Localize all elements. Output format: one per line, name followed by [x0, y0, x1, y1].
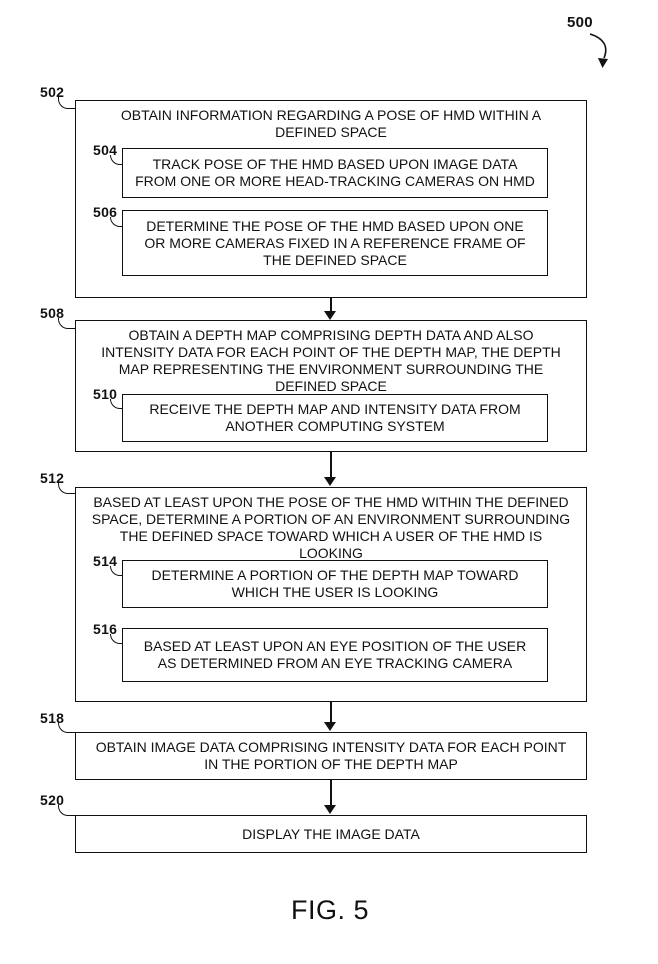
flow-arrow-head-3 — [324, 722, 336, 731]
step-504-text: TRACK POSE OF THE HMD BASED UPON IMAGE D… — [135, 156, 535, 189]
step-504-box: TRACK POSE OF THE HMD BASED UPON IMAGE D… — [122, 148, 548, 198]
leader-line-510 — [110, 399, 122, 409]
step-518-box: OBTAIN IMAGE DATA COMPRISING INTENSITY D… — [75, 732, 587, 780]
step-502-text: OBTAIN INFORMATION REGARDING A POSE OF H… — [120, 107, 542, 140]
step-510-text: RECEIVE THE DEPTH MAP AND INTENSITY DATA… — [149, 401, 521, 434]
step-516-text: BASED AT LEAST UPON AN EYE POSITION OF T… — [143, 638, 527, 671]
step-508-ref: 508 — [40, 305, 65, 321]
step-514-box: DETERMINE A PORTION OF THE DEPTH MAP TOW… — [122, 560, 548, 608]
leader-line-514 — [110, 566, 122, 576]
step-516-ref: 516 — [93, 621, 118, 637]
leader-line-508 — [58, 318, 75, 329]
step-510-ref: 510 — [93, 386, 118, 402]
leader-line-502 — [58, 97, 75, 109]
flow-arrow-line-4 — [330, 780, 332, 806]
leader-line-516 — [110, 634, 122, 644]
flow-arrow-head-1 — [324, 311, 336, 320]
step-520-text: DISPLAY THE IMAGE DATA — [242, 825, 420, 842]
figure-ref-arrow-icon — [589, 33, 608, 68]
leader-line-512 — [58, 483, 75, 494]
flow-arrow-line-2 — [330, 452, 332, 478]
figure-ref-label: 500 — [567, 14, 593, 31]
step-512-text: BASED AT LEAST UPON THE POSE OF THE HMD … — [91, 494, 571, 561]
leader-line-520 — [58, 805, 75, 816]
figure-caption: FIG. 5 — [290, 895, 370, 925]
flow-arrow-line-3 — [330, 702, 332, 723]
flow-arrow-head-4 — [324, 805, 336, 814]
flow-arrow-head-2 — [324, 477, 336, 486]
step-518-ref: 518 — [40, 710, 65, 726]
step-504-ref: 504 — [93, 142, 118, 158]
step-514-text: DETERMINE A PORTION OF THE DEPTH MAP TOW… — [151, 567, 519, 600]
step-506-ref: 506 — [93, 204, 118, 220]
leader-line-518 — [58, 722, 75, 733]
leader-line-504 — [110, 155, 122, 165]
step-518-text: OBTAIN IMAGE DATA COMPRISING INTENSITY D… — [95, 739, 567, 772]
step-508-text: OBTAIN A DEPTH MAP COMPRISING DEPTH DATA… — [101, 327, 561, 394]
step-506-text: DETERMINE THE POSE OF THE HMD BASED UPON… — [144, 217, 526, 268]
step-512-ref: 512 — [40, 470, 65, 486]
step-514-ref: 514 — [93, 553, 118, 569]
step-506-box: DETERMINE THE POSE OF THE HMD BASED UPON… — [122, 210, 548, 276]
step-510-box: RECEIVE THE DEPTH MAP AND INTENSITY DATA… — [122, 394, 548, 442]
step-502-ref: 502 — [40, 84, 65, 100]
step-516-box: BASED AT LEAST UPON AN EYE POSITION OF T… — [122, 628, 548, 682]
step-520-box: DISPLAY THE IMAGE DATA — [75, 815, 587, 853]
flow-arrow-line-1 — [330, 298, 332, 312]
leader-line-506 — [110, 217, 122, 227]
step-520-ref: 520 — [40, 792, 65, 808]
